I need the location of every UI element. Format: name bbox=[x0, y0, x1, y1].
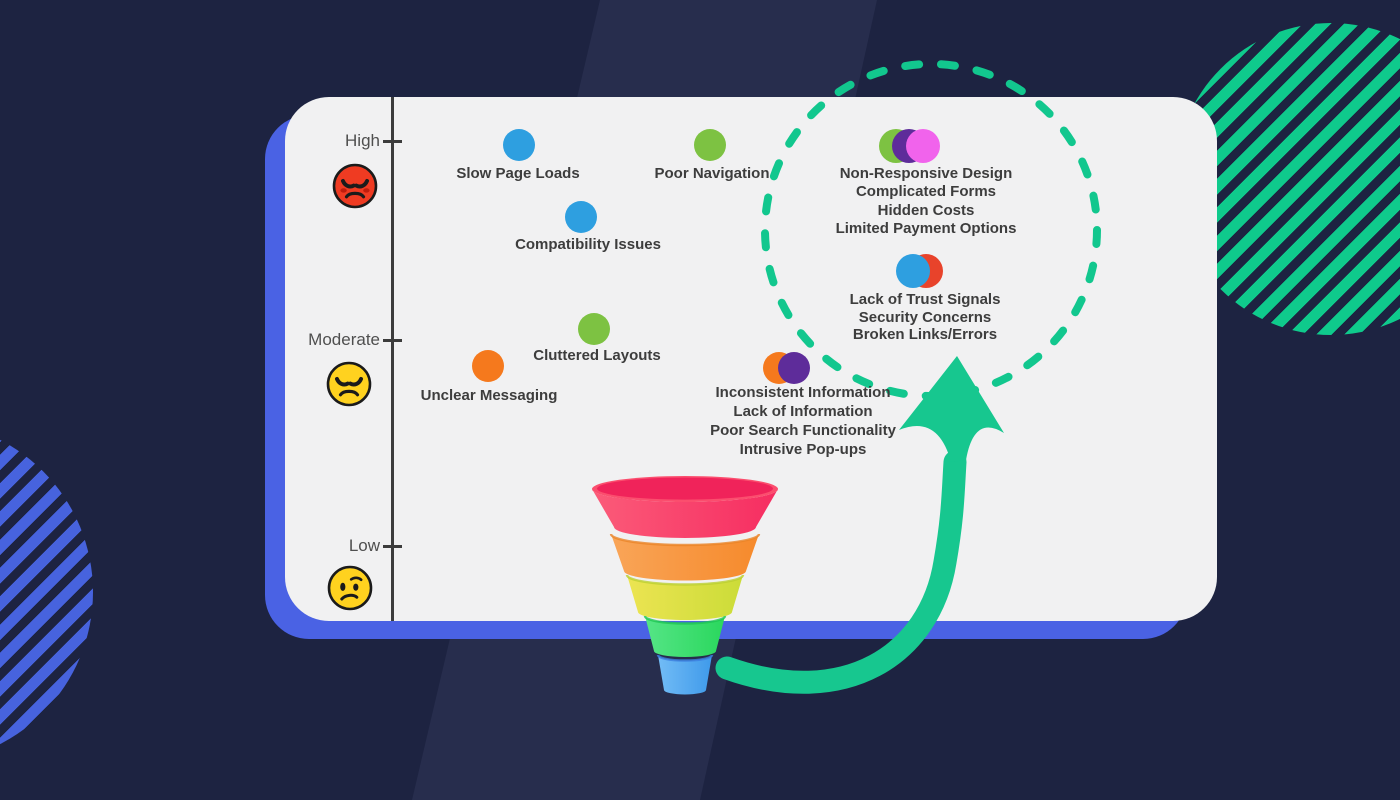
label-poor-navigation: Poor Navigation bbox=[654, 165, 770, 182]
axis-label-low: Low bbox=[348, 536, 380, 555]
axis-tick-high bbox=[383, 140, 402, 143]
confused-emoji-icon bbox=[327, 565, 373, 611]
axis-tick-moderate bbox=[383, 339, 402, 342]
axis-tick-low bbox=[383, 545, 402, 548]
angry-yellow-emoji-icon bbox=[326, 361, 372, 407]
axis-label-moderate: Moderate bbox=[308, 330, 380, 349]
label-cluttered-layouts: Cluttered Layouts bbox=[533, 347, 661, 364]
label-compatibility-issues: Compatibility Issues bbox=[515, 236, 661, 253]
label-design-cluster: Non-Responsive Design Complicated Forms … bbox=[835, 165, 1017, 238]
label-info-cluster: Inconsistent Information Lack of Informa… bbox=[710, 384, 896, 458]
axis-label-high: High bbox=[345, 131, 380, 150]
label-trust-cluster: Lack of Trust Signals Security Concerns … bbox=[849, 291, 1001, 344]
angry-red-emoji-icon bbox=[332, 163, 378, 209]
severity-axis bbox=[391, 97, 394, 621]
striped-circle-blue-icon bbox=[0, 421, 93, 763]
label-unclear-messaging: Unclear Messaging bbox=[420, 387, 558, 404]
label-slow-page-loads: Slow Page Loads bbox=[456, 165, 580, 182]
